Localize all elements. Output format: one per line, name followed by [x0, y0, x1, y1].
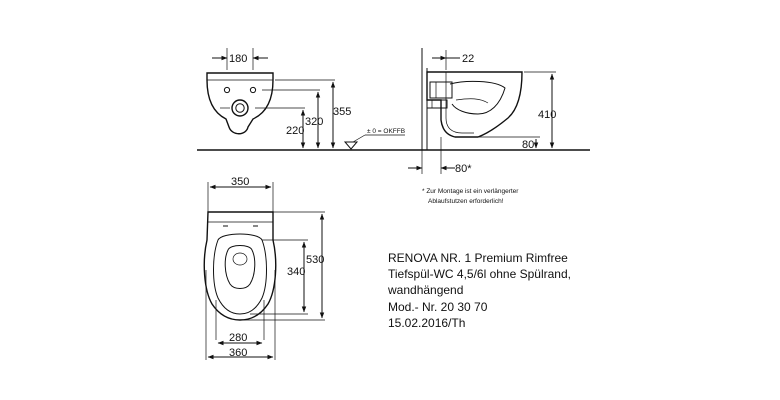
plan-view: 350 530 340 280 360 — [203, 176, 325, 360]
dim-80-offset: 80* — [455, 163, 472, 175]
dim-22: 22 — [462, 53, 474, 65]
plan-seat-ring — [213, 233, 267, 315]
dim-355: 355 — [333, 106, 351, 118]
drawing-date: 15.02.2016/Th — [388, 315, 466, 330]
dim-410: 410 — [538, 109, 556, 121]
plan-body-outline — [203, 211, 277, 321]
outlet-circle — [231, 99, 249, 117]
dim-340: 340 — [287, 266, 305, 278]
mounting-note-line2: Ablaufstutzen erforderlich! — [428, 198, 504, 205]
floor-reference: ± 0 = OKFFB — [367, 128, 405, 135]
side-bowl-outline — [426, 71, 523, 138]
floor-reference-triangle — [343, 141, 359, 150]
product-info: RENOVA NR. 1 Premium Rimfree Tiefspül-WC… — [388, 250, 571, 331]
product-name: RENOVA NR. 1 Premium Rimfree — [388, 251, 568, 265]
fixing-hole — [249, 86, 257, 94]
dim-320: 320 — [305, 116, 323, 128]
product-description: Tiefspül-WC 4,5/6l ohne Spülrand, — [388, 267, 571, 282]
dim-180: 180 — [229, 53, 247, 65]
drain-pipe — [426, 99, 448, 109]
mounting-note-line1: * Zur Montage ist ein verlängerter — [422, 188, 519, 195]
product-mounting: wandhängend — [388, 283, 464, 298]
dim-530: 530 — [306, 254, 324, 266]
dim-360: 360 — [229, 347, 247, 359]
fixing-hole — [223, 86, 231, 94]
model-number: Mod.- Nr. 20 30 70 — [388, 299, 488, 314]
plan-bowl-opening — [224, 245, 256, 289]
dim-80-height: 80 — [522, 139, 534, 151]
dim-350: 350 — [231, 176, 249, 188]
front-view: 180 355 320 220 ± 0 = OKFFB — [197, 48, 590, 151]
dim-220: 220 — [286, 125, 304, 137]
dim-280: 280 — [229, 332, 247, 344]
side-view: 22 410 80 80* * Zur Montage ist ein verl… — [408, 48, 556, 205]
